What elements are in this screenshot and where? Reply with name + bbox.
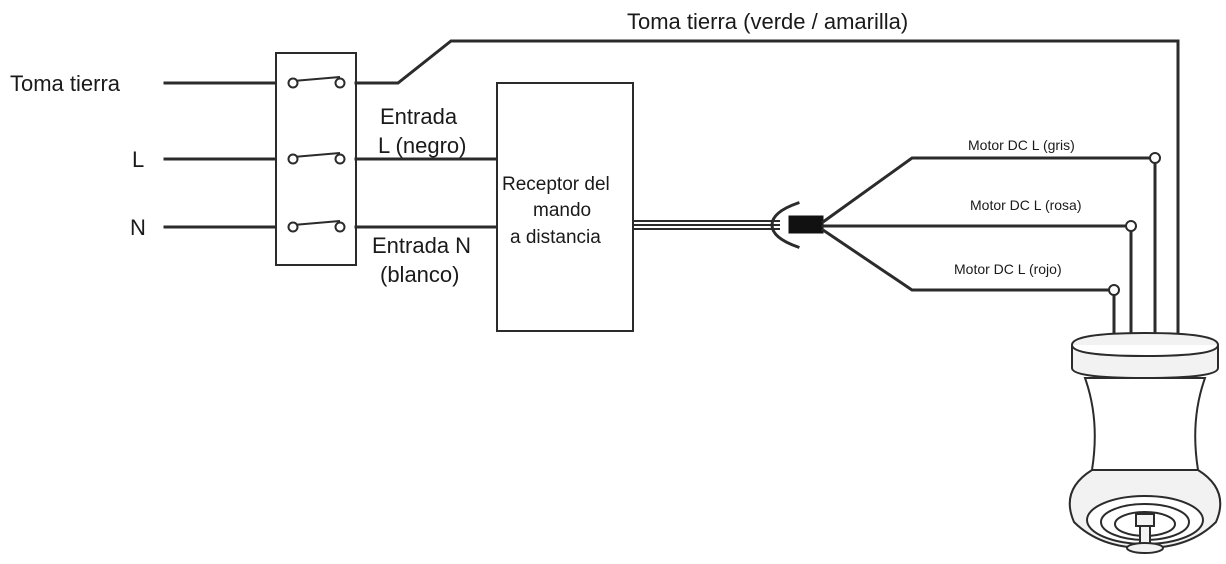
- terminal-rojo: [1108, 284, 1120, 296]
- label-motor-rojo: Motor DC L (rojo): [954, 261, 1062, 277]
- ceiling-fan-motor-icon: [1068, 331, 1222, 554]
- terminal-rosa: [1125, 220, 1137, 232]
- terminal-gris: [1149, 152, 1161, 164]
- ground-wire-to-motor: [354, 39, 1180, 337]
- terminal-neutral: [287, 220, 346, 233]
- label-receiver-line3: a distancia: [510, 227, 601, 248]
- label-ground-input: Toma tierra: [10, 71, 121, 96]
- label-input-n-line2: (blanco): [380, 262, 459, 287]
- motor-wire-gris: [820, 156, 1157, 337]
- remote-receiver-box: [496, 82, 634, 332]
- label-neutral-input: N: [130, 215, 146, 240]
- terminal-line: [287, 152, 346, 165]
- label-ground-top: Toma tierra (verde / amarilla): [627, 9, 908, 34]
- motor-wire-rojo: [820, 227, 1116, 337]
- label-motor-rosa: Motor DC L (rosa): [970, 197, 1082, 213]
- label-motor-gris: Motor DC L (gris): [968, 137, 1075, 153]
- label-receiver-line2: mando: [533, 200, 591, 221]
- output-cable: [633, 220, 780, 230]
- terminal-ground: [287, 76, 346, 89]
- label-input-l-line2: L (negro): [378, 133, 466, 158]
- label-input-n-line1: Entrada N: [372, 233, 471, 258]
- motor-wire-rosa: [821, 224, 1133, 337]
- plug-connector-icon: [770, 201, 824, 249]
- label-line-input: L: [132, 147, 144, 172]
- label-input-l-line1: Entrada: [380, 104, 458, 129]
- label-receiver-line1: Receptor del: [502, 174, 610, 195]
